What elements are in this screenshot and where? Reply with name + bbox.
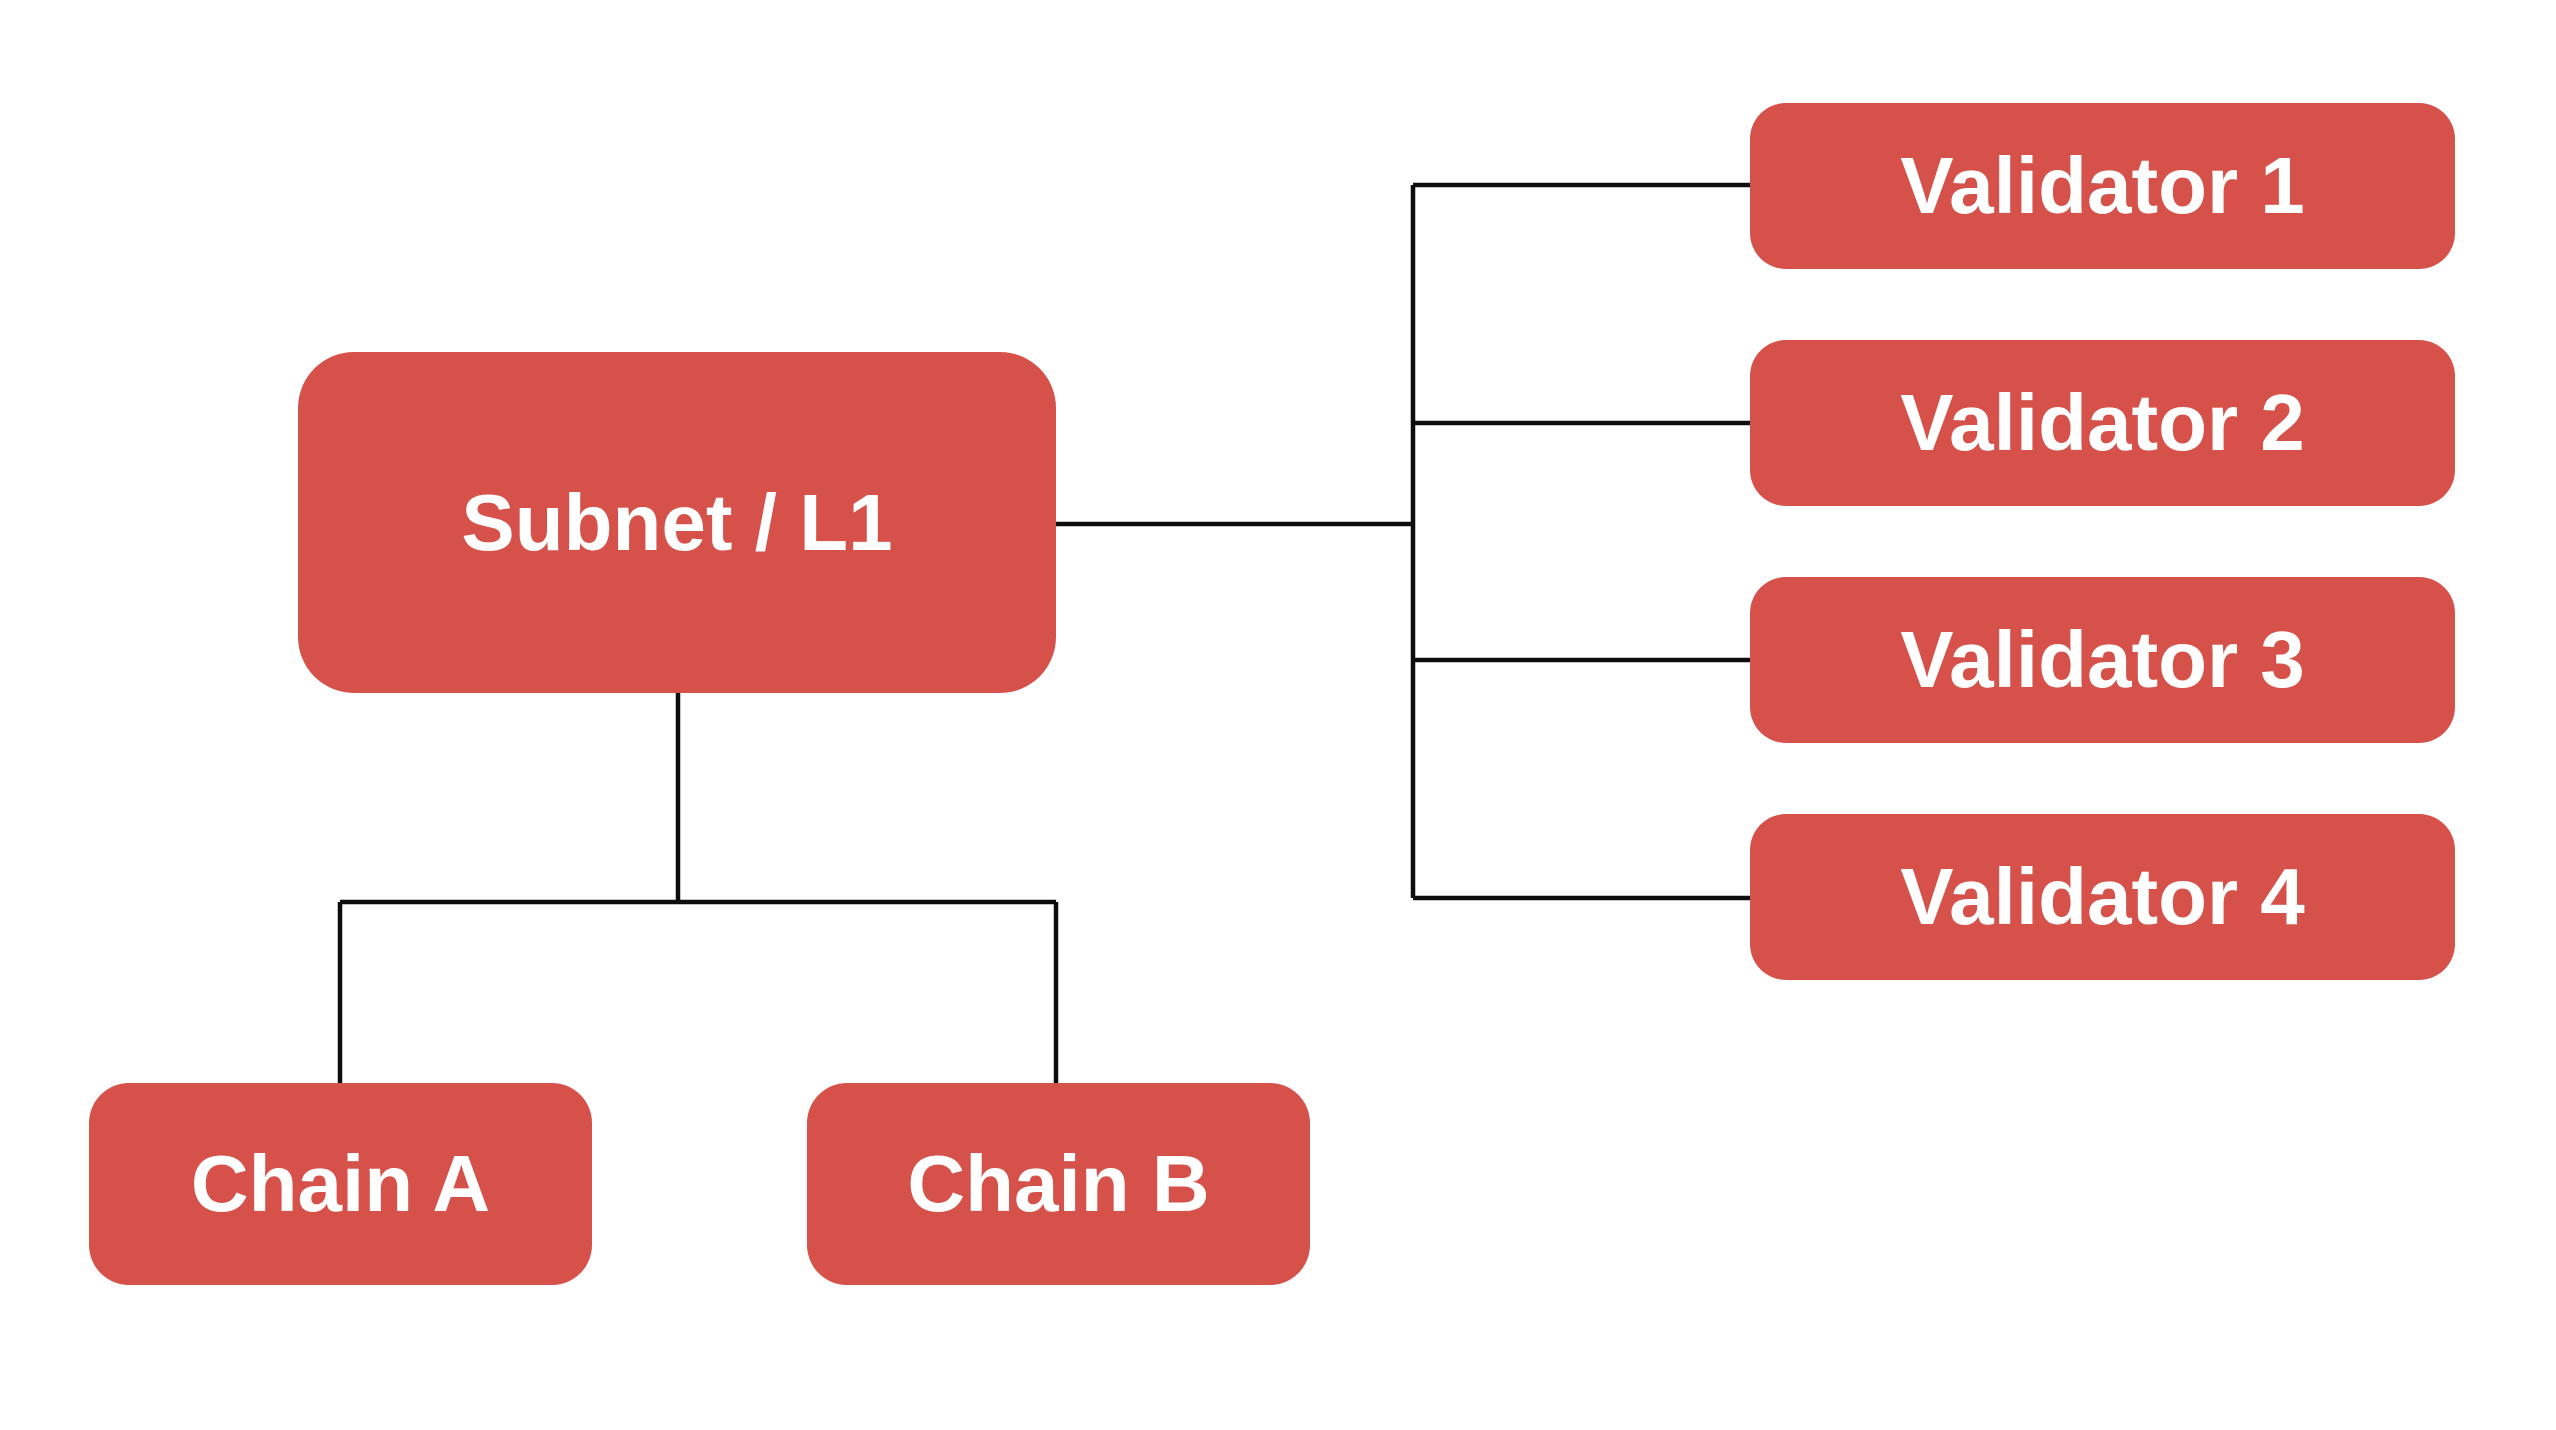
node-validator-4-label: Validator 4: [1900, 852, 2305, 941]
node-validator-2: Validator 2: [1750, 340, 2455, 506]
node-subnet-l1-label: Subnet / L1: [461, 477, 893, 567]
node-subnet-l1: Subnet / L1: [298, 352, 1056, 693]
node-validator-3: Validator 3: [1750, 577, 2455, 743]
node-chain-a-label: Chain A: [190, 1139, 491, 1228]
node-validator-1: Validator 1: [1750, 103, 2455, 269]
node-validator-3-label: Validator 3: [1900, 615, 2305, 704]
node-validator-2-label: Validator 2: [1900, 378, 2305, 467]
node-chain-b-label: Chain B: [907, 1139, 1210, 1228]
node-validator-1-label: Validator 1: [1900, 141, 2305, 230]
node-chain-a: Chain A: [89, 1083, 592, 1285]
node-chain-b: Chain B: [807, 1083, 1310, 1285]
node-validator-4: Validator 4: [1750, 814, 2455, 980]
